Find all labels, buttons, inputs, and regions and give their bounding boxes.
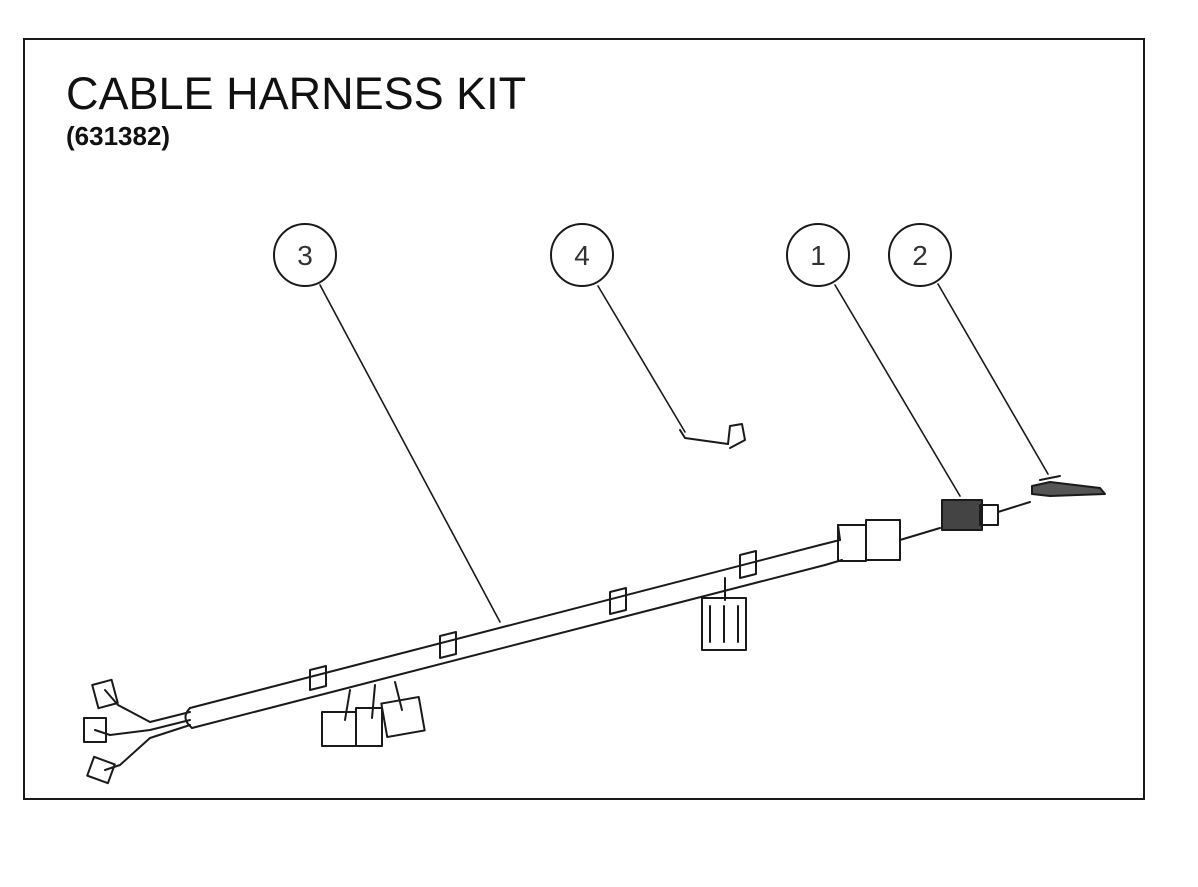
page-title: CABLE HARNESS KIT	[66, 68, 527, 119]
leader-lines	[319, 283, 1049, 623]
connector-block-1	[941, 499, 1031, 531]
callout-4-label: 4	[574, 240, 590, 271]
end-connector-2	[1031, 475, 1106, 497]
main-harness	[83, 519, 941, 785]
callout-1-label: 1	[810, 240, 826, 271]
callout-3-label: 3	[297, 240, 313, 271]
jumper-cable-4	[679, 423, 746, 449]
part-number: (631382)	[66, 121, 171, 151]
diagram-frame	[23, 38, 1145, 800]
callout-2-label: 2	[912, 240, 928, 271]
